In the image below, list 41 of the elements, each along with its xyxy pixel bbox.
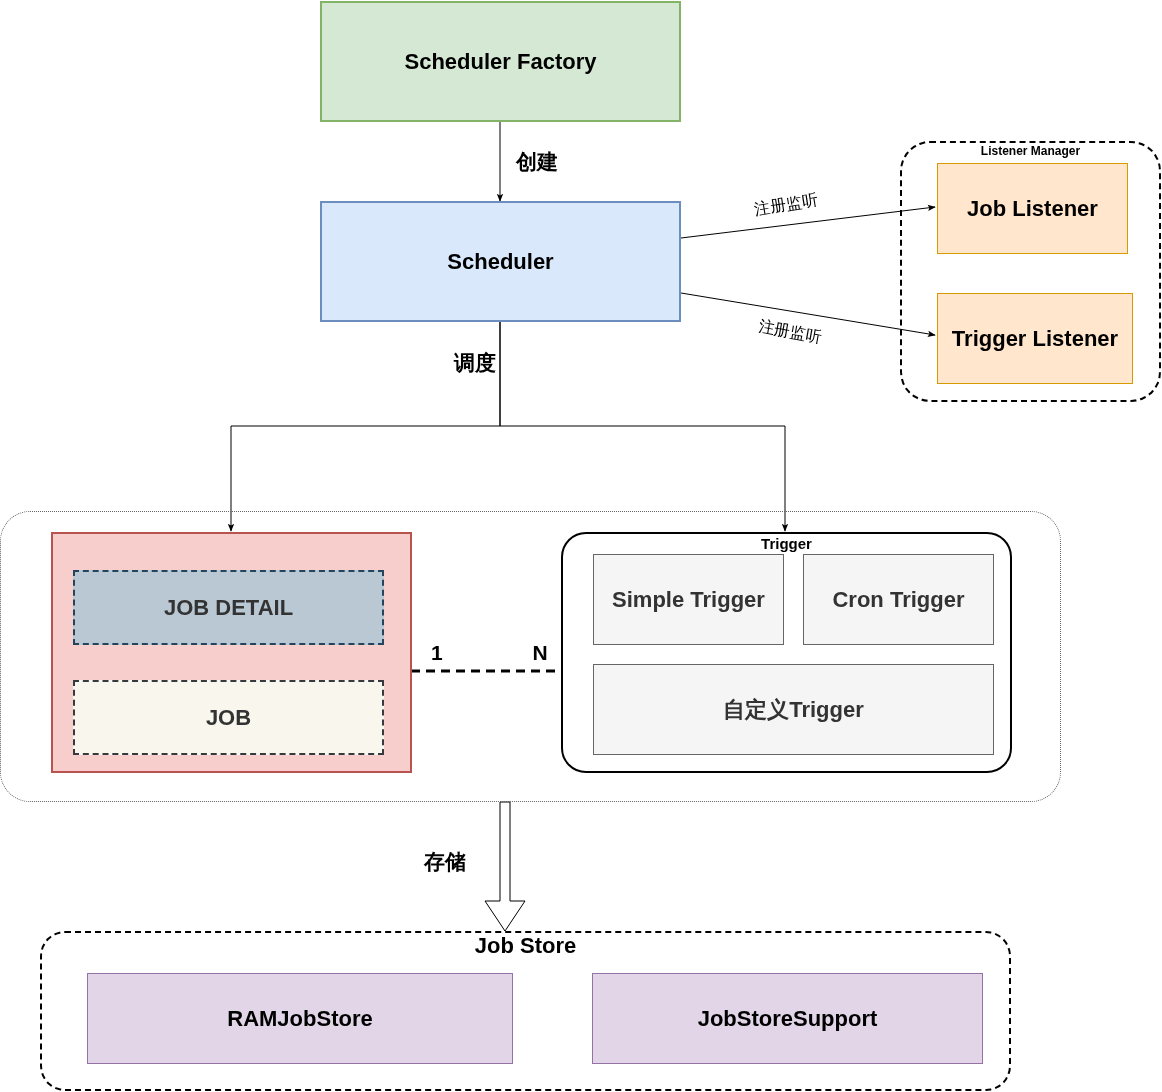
process-box	[937, 163, 1128, 254]
process-box	[593, 664, 994, 755]
multiplicity-label: 1	[430, 641, 444, 663]
process-box	[592, 973, 983, 1064]
node-label: Simple Trigger	[612, 588, 765, 611]
arrow	[680, 292, 936, 337]
group-title: Trigger	[760, 536, 813, 551]
process-box	[320, 1, 681, 122]
node-label: Job Listener	[967, 197, 1098, 220]
node-label: JOB	[205, 706, 252, 729]
group-box	[51, 532, 412, 773]
group-box	[561, 532, 1012, 773]
node-label: JOB DETAIL	[163, 596, 294, 619]
multiplicity-label: N	[531, 641, 549, 663]
group-box	[40, 931, 1011, 1091]
arrow	[499, 321, 789, 532]
node-label: 自定义Trigger	[723, 698, 864, 721]
edge-label: 注册监听	[751, 191, 821, 219]
process-box	[937, 293, 1133, 384]
group-box	[900, 141, 1161, 402]
node-label: Scheduler	[447, 250, 554, 273]
process-box	[73, 570, 384, 645]
arrow	[496, 121, 504, 202]
node-label: RAMJobStore	[227, 1007, 373, 1030]
node-label: Scheduler Factory	[404, 50, 597, 73]
edge-label: 注册监听	[755, 318, 825, 346]
process-box	[73, 680, 384, 755]
edge-label: 存储	[422, 850, 468, 872]
node-label: Trigger Listener	[951, 327, 1119, 350]
process-box	[803, 554, 994, 645]
edge-label: 创建	[514, 150, 560, 172]
node-label: Cron Trigger	[832, 588, 965, 611]
block-arrow	[484, 801, 526, 932]
node-label: JobStoreSupport	[697, 1007, 878, 1030]
arrow	[680, 204, 936, 239]
process-box	[87, 973, 513, 1064]
process-box	[320, 201, 681, 322]
process-box	[593, 554, 784, 645]
group-title: Job Store	[473, 935, 578, 957]
group-title: Listener Manager	[979, 145, 1082, 157]
edge-label: 调度	[452, 351, 498, 373]
